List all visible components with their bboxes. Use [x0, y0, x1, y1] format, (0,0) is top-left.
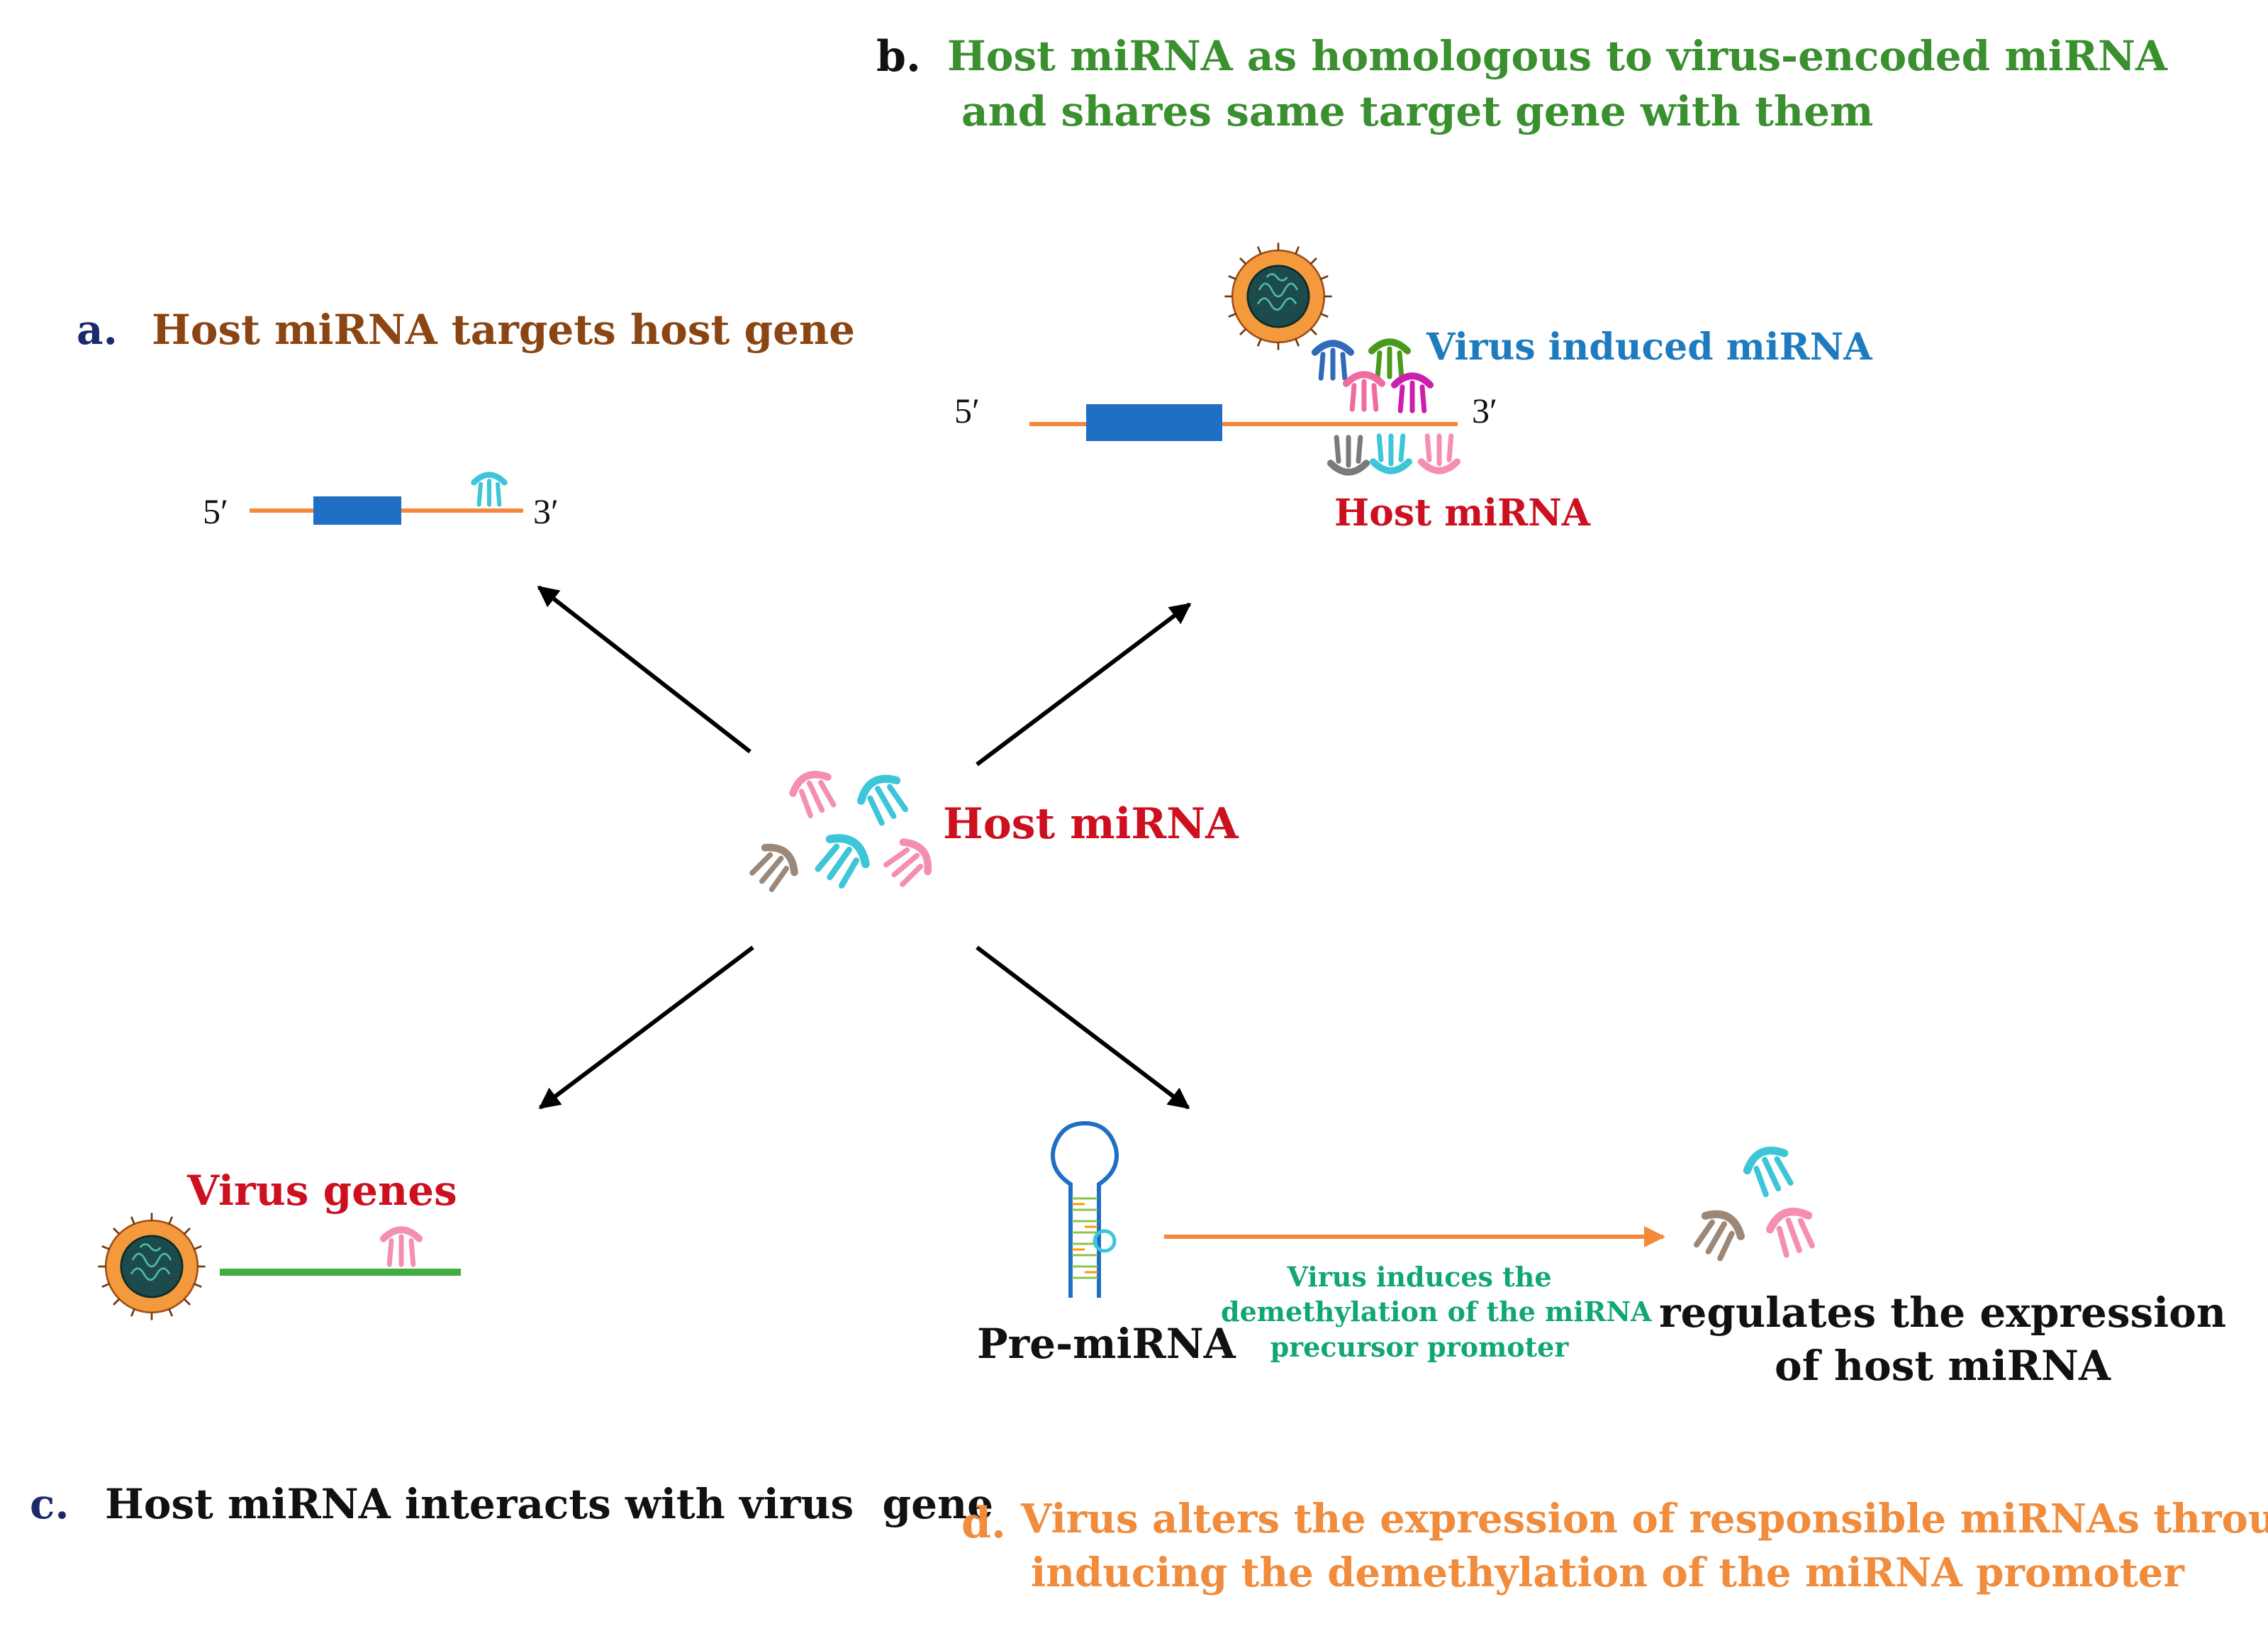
mirna-icon — [1346, 374, 1382, 409]
virus-icon — [1224, 242, 1333, 351]
center-host-mirna-label: Host miRNA — [943, 799, 1239, 849]
panel-a-title: Host miRNA targets host gene — [152, 306, 855, 354]
panel-d-letter: d. — [961, 1498, 1006, 1548]
panel-b-five-prime: 5′ — [954, 391, 980, 430]
mirna-icon — [812, 830, 871, 890]
arrow-to-panel-a — [537, 585, 752, 754]
panel-c-letter: c. — [30, 1480, 69, 1528]
arrow-to-panel-d — [976, 945, 1190, 1110]
panel-b-three-prime: 3′ — [1472, 391, 1497, 430]
panel-b-mrna — [1029, 242, 1458, 472]
panel-a-letter: a. — [77, 306, 118, 354]
panel-c-virus-gene — [97, 1212, 461, 1321]
mirna-icon — [1372, 342, 1407, 377]
mirna-icon — [1315, 343, 1351, 378]
hairpin-icon — [1051, 1120, 1119, 1298]
arrow-to-panel-c — [538, 945, 754, 1110]
mirna-icon — [1395, 376, 1430, 411]
panel-b-virus-label: Virus induced miRNA — [1426, 325, 1872, 369]
panel-a-five-prime: 5′ — [203, 491, 228, 531]
mirna-icon — [856, 772, 911, 826]
panel-d-title-line1: Virus alters the expression of responsib… — [1021, 1496, 2268, 1542]
panel-c-virus-label: Virus genes — [187, 1167, 457, 1215]
demethylation-line3: precursor promoter — [1270, 1330, 1569, 1363]
mirna-icon — [747, 840, 800, 894]
demethylation-line1: Virus induces the — [1287, 1261, 1552, 1293]
mirna-icon — [384, 1230, 419, 1264]
regulation-line2: of host miRNA — [1775, 1342, 2111, 1391]
mirna-icon — [1691, 1207, 1746, 1262]
regulation-line1: regulates the expression — [1658, 1288, 2227, 1337]
panel-b-letter: b. — [876, 32, 921, 82]
panel-b-title-line2: and shares same target gene with them — [961, 87, 1874, 135]
mirna-icon — [1767, 1206, 1819, 1257]
arrow-to-panel-b — [976, 602, 1192, 767]
center-mirna-cluster — [747, 768, 935, 894]
mirna-icon — [1743, 1144, 1797, 1197]
regulation-result: regulates the expression of host miRNA — [1631, 1286, 2255, 1393]
panel-c-title: Host miRNA interacts with virus gene — [105, 1480, 994, 1528]
panel-d-title-line2: inducing the demethylation of the miRNA … — [1031, 1549, 2184, 1596]
panel-b-title-line1: Host miRNA as homologous to virus-encode… — [947, 32, 2167, 80]
mirna-icon — [1421, 436, 1457, 471]
demethylation-line2: demethylation of the miRNA — [1221, 1296, 1652, 1328]
mirna-icon — [882, 836, 935, 889]
panel-b-host-label: Host miRNA — [1334, 491, 1591, 535]
mirna-icon — [1373, 436, 1409, 471]
demethylation-text: Virus induces the demethylation of the m… — [1221, 1259, 1652, 1364]
panel-d-graphics — [1051, 1120, 1819, 1298]
panel-a-mrna — [250, 475, 523, 525]
gene-coding-box — [313, 496, 401, 525]
pre-mirna-label: Pre-miRNA — [977, 1320, 1236, 1368]
virus-icon — [97, 1212, 206, 1321]
mirna-icon — [789, 768, 839, 818]
gene-coding-box — [1086, 404, 1222, 441]
mirna-icon — [474, 475, 504, 505]
mirna-icon — [1331, 438, 1366, 472]
panel-a-three-prime: 3′ — [533, 491, 559, 531]
